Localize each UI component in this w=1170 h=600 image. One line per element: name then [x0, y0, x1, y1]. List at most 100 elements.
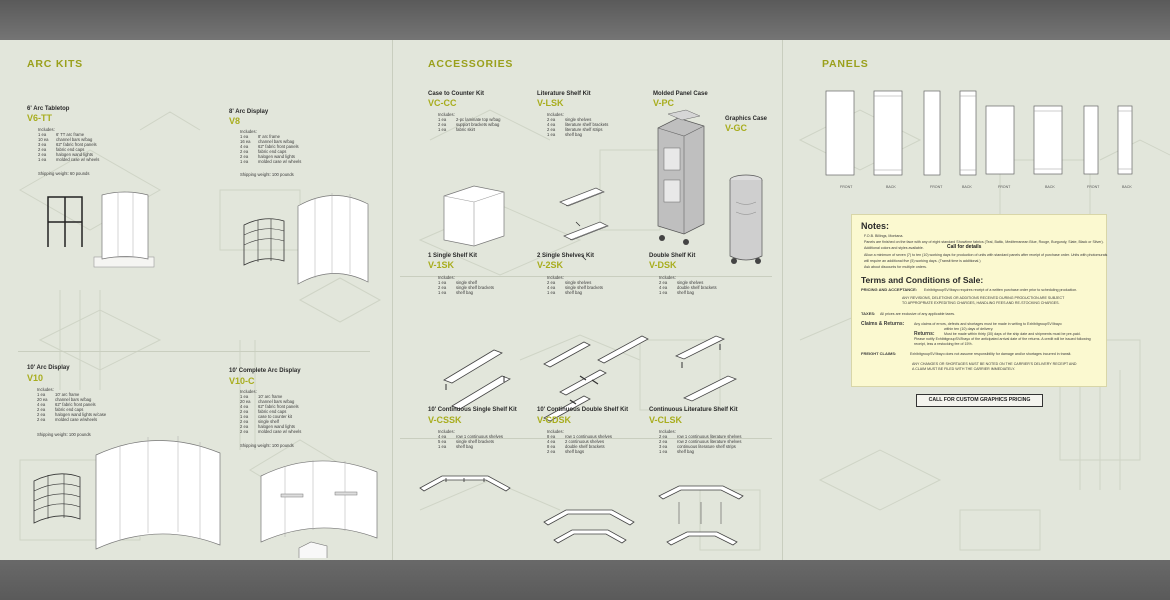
claims-text: within ten (10) days of delivery.	[944, 327, 994, 331]
kit-code: V-GC	[725, 123, 748, 133]
freight-label: FREIGHT CLAIMS:	[861, 351, 897, 356]
panel-label: BACK	[886, 185, 896, 189]
includes-label: Includes:	[547, 275, 564, 280]
kit-title: 10' Complete Arc Display	[229, 368, 301, 374]
includes-label: Includes:	[240, 389, 257, 394]
kit-code: VC-CC	[428, 98, 457, 108]
returns-text: Please notify ExhibitgroupSV/Ibayo of th…	[914, 337, 1091, 341]
shortages-text: ANY CHANGES OR SHORTAGES MUST BE NOTED O…	[912, 362, 1077, 366]
returns-text: Must be made within thirty (30) days of …	[944, 332, 1081, 336]
kit-title: 2 Single Shelves Kit	[537, 253, 595, 259]
panel-label: FRONT	[998, 185, 1011, 189]
includes-label: Includes:	[547, 429, 564, 434]
notes-line: Additional colors and styles available.	[864, 246, 924, 250]
background-line-art	[18, 109, 1170, 551]
returns-text: receipt, less a restocking fee of 15%.	[914, 342, 973, 346]
kit-title: Literature Shelf Kit	[537, 91, 591, 97]
returns-label: Returns:	[914, 331, 935, 337]
kit-title: Case to Counter Kit	[428, 91, 485, 97]
ten-foot-arc-illustration	[33, 436, 221, 550]
claims-text: Any claims of errors, defects and shorta…	[914, 322, 1062, 326]
revisions-text: ANY REVISIONS, DELETIONS OR ADDITIONS RE…	[902, 296, 1065, 300]
kit-title: Continuous Literature Shelf Kit	[649, 407, 738, 413]
notes-line: Panels are finished on the face with any…	[864, 240, 1104, 244]
includes-label: Includes:	[38, 127, 55, 132]
taxes-label: TAXES:	[861, 311, 876, 316]
graphics-case-illustration	[729, 174, 763, 264]
single-shelf-illustration	[443, 349, 511, 410]
kit-code: V-CLSK	[649, 415, 683, 425]
kit-code: V6-TT	[27, 113, 53, 123]
panel-label: BACK	[962, 185, 972, 189]
continuous-literature-shelf-illustration	[658, 485, 744, 546]
includes-label: Includes:	[240, 129, 257, 134]
panels-heading: PANELS	[822, 58, 869, 70]
notes-line: will require an additional five (5) work…	[864, 259, 981, 263]
continuous-single-shelf-illustration	[419, 475, 511, 492]
arc-tabletop-illustration	[47, 191, 155, 268]
kit-code: V-1SK	[428, 260, 455, 270]
custom-graphics-pricing-button[interactable]: CALL FOR CUSTOM GRAPHICS PRICING	[916, 394, 1043, 407]
kit-code: V10	[27, 373, 44, 383]
includes-label: Includes:	[659, 429, 676, 434]
notes-line: Ask about discounts for multiple orders.	[864, 265, 927, 269]
panel-label: BACK	[1045, 185, 1055, 189]
kit-code: V8	[229, 116, 241, 126]
kit-title: 8' Arc Display	[229, 109, 269, 115]
panel-label: FRONT	[840, 185, 853, 189]
fold-line	[392, 40, 393, 560]
section-divider	[400, 276, 772, 277]
panel-label: FRONT	[1087, 185, 1100, 189]
notes-box: Notes: F.O.B. Billings, Montana. Panels …	[851, 214, 1107, 387]
pricing-label: PRICING AND ACCEPTANCE:	[861, 287, 918, 292]
two-single-shelves-illustration	[543, 335, 649, 422]
revisions-text: TO APPROPRIATE EXPEDITING CHARGES, HANDL…	[902, 301, 1060, 305]
notes-line: F.O.B. Billings, Montana.	[864, 234, 904, 238]
notes-heading: Notes:	[861, 221, 890, 231]
panel-label: FRONT	[930, 185, 943, 189]
freight-text: ExhibitgroupSV/Ibayo does not assume res…	[910, 352, 1072, 356]
kit-title: Graphics Case	[725, 116, 768, 122]
kit-title: 1 Single Shelf Kit	[428, 253, 478, 259]
kit-code: V-DSK	[649, 260, 677, 270]
section-divider	[18, 351, 370, 352]
